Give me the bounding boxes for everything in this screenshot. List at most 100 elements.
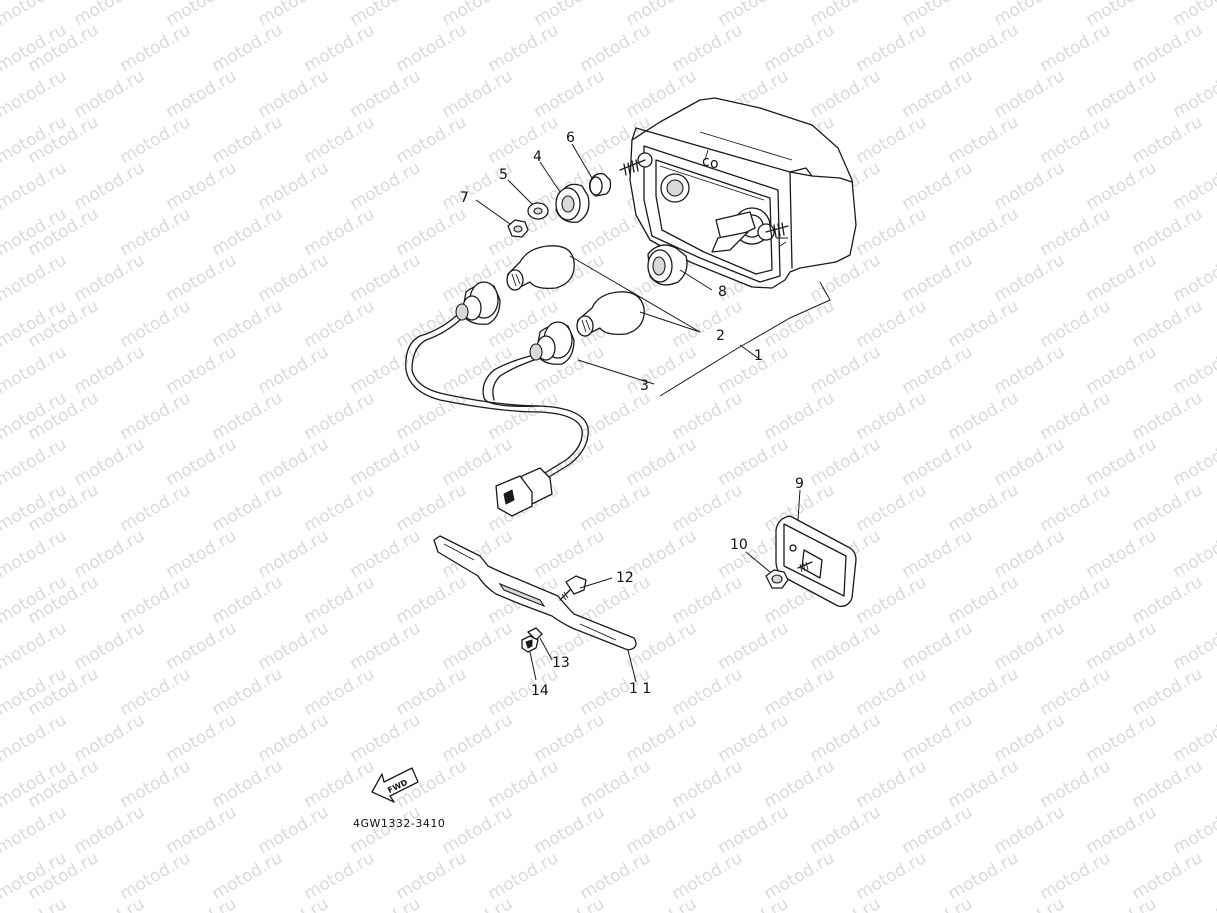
watermark-text: motod.ru: [761, 756, 839, 812]
callout-4: 4: [533, 149, 542, 165]
watermark-text: motod.ru: [71, 618, 149, 674]
watermark-text: motod.ru: [117, 756, 195, 812]
callout-10: 10: [730, 537, 748, 553]
tail-lamp-housing: c o: [619, 97, 857, 289]
watermark-text: motod.ru: [945, 388, 1023, 444]
watermark-text: motod.ru: [301, 572, 379, 628]
watermark-text: motod.ru: [347, 526, 425, 582]
watermark-text: motod.ru: [715, 802, 793, 858]
watermark-text: motod.ru: [577, 848, 655, 904]
watermark-text: motod.ru: [623, 710, 701, 766]
watermark-text: motod.ru: [117, 20, 195, 76]
watermark-text: motod.ru: [623, 434, 701, 490]
watermark-text: motod.ru: [669, 480, 747, 536]
socket-lower: [529, 321, 575, 365]
watermark-text: motod.ru: [853, 480, 931, 536]
watermark-text: motod.ru: [1037, 664, 1115, 720]
watermark-text: motod.ru: [209, 296, 287, 352]
callout-12: 12: [616, 570, 634, 586]
watermark-text: motod.ru: [117, 664, 195, 720]
watermark-text: motod.ru: [301, 296, 379, 352]
watermark-text: motod.ru: [347, 66, 425, 122]
watermark-text: motod.ru: [899, 710, 977, 766]
watermark-text: motod.ru: [807, 342, 885, 398]
socket-upper: [455, 281, 501, 325]
watermark-text: motod.ru: [1129, 388, 1207, 444]
watermark-text: motod.ru: [117, 204, 195, 260]
watermark-text: motod.ru: [301, 112, 379, 168]
watermark-text: motod.ru: [945, 480, 1023, 536]
grommet-8: [647, 244, 688, 286]
watermark-text: motod.ru: [117, 388, 195, 444]
watermark-text: motod.ru: [715, 710, 793, 766]
watermark-text: motod.ru: [163, 710, 241, 766]
svg-text:c: c: [702, 154, 710, 170]
callout-11: 1 1: [629, 681, 651, 697]
watermark-text: motod.ru: [117, 572, 195, 628]
watermark-text: motod.ru: [899, 434, 977, 490]
watermark-text: motod.ru: [945, 756, 1023, 812]
nut-14: [521, 635, 539, 653]
watermark-text: motod.ru: [301, 480, 379, 536]
watermark-text: motod.ru: [899, 618, 977, 674]
watermark-text: motod.ru: [531, 526, 609, 582]
watermark-text: motod.ru: [1083, 894, 1161, 913]
watermark-text: motod.ru: [669, 296, 747, 352]
watermark-text: motod.ru: [1083, 618, 1161, 674]
watermark-text: motod.ru: [163, 66, 241, 122]
watermark-text: motod.ru: [991, 618, 1069, 674]
watermark-text: motod.ru: [209, 664, 287, 720]
watermark-text: motod.ru: [163, 894, 241, 913]
watermark-text: motod.ru: [301, 848, 379, 904]
watermark-text: motod.ru: [71, 250, 149, 306]
watermark-text: motod.ru: [853, 756, 931, 812]
watermark-text: motod.ru: [991, 710, 1069, 766]
watermark-text: motod.ru: [899, 250, 977, 306]
watermark-text: motod.ru: [991, 434, 1069, 490]
watermark-text: motod.ru: [485, 112, 563, 168]
watermark-text: motod.ru: [853, 112, 931, 168]
watermark-text: motod.ru: [577, 20, 655, 76]
watermark-text: motod.ru: [945, 848, 1023, 904]
watermark-text: motod.ru: [117, 296, 195, 352]
watermark-text: motod.ru: [347, 250, 425, 306]
bushing-6: [588, 173, 612, 197]
watermark-text: motod.ru: [71, 342, 149, 398]
watermark-text: motod.ru: [485, 388, 563, 444]
watermark-text: motod.ru: [669, 572, 747, 628]
watermark-text: motod.ru: [209, 20, 287, 76]
watermark-text: motod.ru: [899, 802, 977, 858]
part-code: 4GW1332-3410: [353, 817, 445, 830]
watermark-text: motod.ru: [899, 158, 977, 214]
watermark-text: motod.ru: [853, 388, 931, 444]
watermark-text: motod.ru: [807, 434, 885, 490]
watermark-text: motod.ru: [945, 204, 1023, 260]
leader-lines: [475, 143, 831, 683]
callout-6: 6: [566, 130, 575, 146]
watermark-text: motod.ru: [255, 618, 333, 674]
watermark-text: motod.ru: [163, 526, 241, 582]
watermark-text: motod.ru: [1129, 296, 1207, 352]
watermark-text: motod.ru: [1037, 296, 1115, 352]
watermark-text: motod.ru: [1129, 848, 1207, 904]
watermark-text: motod.ru: [761, 296, 839, 352]
watermark-text: motod.ru: [1037, 112, 1115, 168]
watermark-text: motod.ru: [439, 618, 517, 674]
callout-1: 1: [754, 348, 763, 364]
watermark-text: motod.ru: [255, 158, 333, 214]
watermark-text: motod.ru: [255, 894, 333, 913]
watermark-text: motod.ru: [899, 66, 977, 122]
watermark-text: motod.ru: [439, 342, 517, 398]
watermark-text: motod.ru: [393, 572, 471, 628]
watermark-text: motod.ru: [255, 250, 333, 306]
watermark-text: motod.ru: [577, 480, 655, 536]
watermark-text: motod.ru: [163, 158, 241, 214]
watermark-text: motod.ru: [807, 618, 885, 674]
watermark-text: motod.ru: [715, 434, 793, 490]
watermark-text: motod.ru: [393, 20, 471, 76]
watermark-text: motod.ru: [347, 802, 425, 858]
watermark-text: motod.ru: [531, 802, 609, 858]
nut-10: [765, 569, 789, 589]
watermark-text: motod.ru: [807, 894, 885, 913]
